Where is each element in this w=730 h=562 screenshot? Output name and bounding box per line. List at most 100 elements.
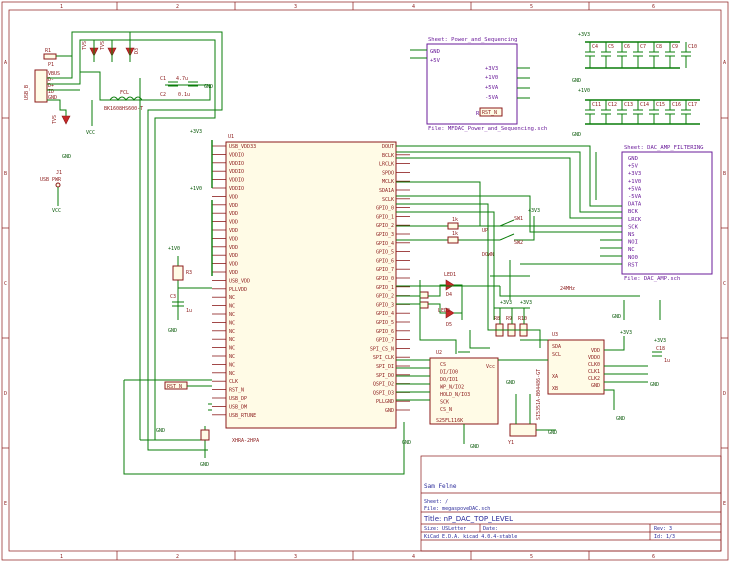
u3-pin-label: CLK1 [588, 369, 600, 375]
r6-value: 1k [452, 231, 458, 237]
u1-pin-label: CLK [229, 379, 238, 385]
resistor-r1[interactable] [43, 53, 57, 60]
led-icon [445, 279, 455, 291]
usb-pin: D+ [48, 83, 54, 89]
usb-pin: GND [48, 95, 57, 101]
sheet-pin: NOI [628, 240, 638, 246]
u2-ref: U2 [436, 350, 442, 356]
usb-connector[interactable] [34, 69, 48, 103]
sheet-pin: +3V3 [485, 66, 498, 72]
leds: LED1 D4 LED2 D5 [396, 272, 463, 354]
sheet-pin: NS [628, 232, 635, 238]
u3-clockgen: U3 SI5351A-B04486-GT SDASCLVDDVDDOCLK0CL… [494, 300, 670, 446]
u1-pin-label: NC [229, 295, 235, 301]
row-label: A [4, 60, 7, 66]
gnd-label: GND [402, 440, 411, 446]
column-label: 2 [176, 4, 179, 10]
jumper-j1[interactable] [55, 182, 61, 188]
frame-column-labels: 1 2 3 4 5 6 1 2 3 4 5 6 A B C D E A B C … [4, 4, 726, 560]
resistor-led[interactable] [419, 291, 429, 299]
decoupling-cap-label: C8 [656, 44, 662, 50]
resistor-r6[interactable] [447, 236, 459, 244]
row-label: C [723, 281, 726, 287]
column-label: 1 [60, 554, 63, 560]
cap-c3-ref: C3 [170, 294, 176, 300]
u3-pin-label: GND [591, 383, 600, 389]
gnd-label: GND [612, 314, 621, 320]
column-label: 2 [176, 554, 179, 560]
resistor-led[interactable] [419, 301, 429, 309]
title-block: Sam Felne Sheet: / File: megaspoveDAC.sc… [420, 455, 722, 552]
sheet-pin: +1V0 [485, 75, 498, 81]
gnd-label: GND [470, 444, 479, 450]
u1-pin-label: VDD [229, 220, 238, 226]
decoupling-cap-label: C16 [672, 102, 681, 108]
gnd-label: GND [506, 380, 515, 386]
u1-pin-label: QSPI_D3 [373, 390, 394, 396]
gnd-label: GND [204, 84, 213, 90]
u1-pin-label: GPIO_7 [376, 338, 394, 344]
crystal-y1[interactable] [509, 423, 537, 437]
gnd-label: GND [62, 154, 71, 160]
sheet-pin: BCK [628, 209, 639, 215]
u2-pin-label: HOLD_N/IO3 [440, 392, 470, 398]
vcc-label: VCC [86, 130, 95, 136]
usb-connector-ref: P1 [48, 62, 54, 68]
rst-flag-label: RST_N [482, 110, 497, 116]
u2-pin-label: DI/IO0 [440, 370, 458, 376]
column-label: 4 [412, 4, 415, 10]
u1-pin-label: GND [385, 408, 394, 414]
u1-pin-label: VDDIO [229, 152, 244, 158]
led-ref: D4 [446, 292, 452, 298]
u1-pin-label: QSPI_D2 [373, 382, 394, 388]
cap-ref: C2 [160, 92, 166, 98]
u1-pin-label: SPDO [382, 170, 394, 176]
switch-ref: SW1 [514, 216, 523, 222]
resistor-r5[interactable] [447, 222, 459, 230]
column-label: 5 [530, 4, 533, 10]
ferrite-ref: FCL [120, 90, 129, 96]
rail-label: +1V0 [578, 88, 590, 94]
gnd-label: GND [200, 462, 209, 468]
u2-body[interactable] [429, 357, 499, 425]
sheet-name: Sheet: / [424, 499, 448, 505]
row-label: E [723, 501, 726, 507]
resistor-rtune[interactable] [200, 429, 210, 441]
u1-pin-label: USB_VDD [229, 278, 250, 284]
u1-pin-label: VDD [229, 211, 238, 217]
u1-xhra: U1 XHRA-2HPA USB_VDD33VDDIOVDDIOVDDIOVDD… [123, 129, 411, 475]
sheet-amp-file: File: DAC_AMP.sch [624, 276, 680, 282]
u1-left-pins: USB_VDD33VDDIOVDDIOVDDIOVDDIOVDDIOVDDVDD… [212, 144, 256, 419]
u1-pin-label: GPIO_3 [376, 232, 394, 238]
sheet-pin: GND [430, 49, 440, 55]
u1-pin-label: VDDIO [229, 161, 244, 167]
diode-label: D3 [134, 48, 140, 54]
u3-body[interactable] [547, 339, 605, 395]
column-label: 3 [294, 4, 297, 10]
u1-pin-label: VDDIO [229, 169, 244, 175]
sheet-amp[interactable]: Sheet: DAC_AMP_FILTERING File: DAC_AMP.s… [396, 145, 713, 282]
u1-body[interactable] [225, 141, 397, 429]
switch-sw1-icon[interactable] [499, 219, 515, 227]
resistor-r3[interactable] [172, 265, 184, 281]
decoupling-cap-label: C5 [608, 44, 614, 50]
u1-pin-label: SPI_CLK [373, 355, 394, 361]
rst-flag[interactable] [479, 107, 503, 117]
u1-part-name: XHRA-2HPA [232, 438, 259, 444]
u1-pin-label: PLLGND [376, 399, 394, 405]
tvs-diodes: TVS TVS D3 TVS [52, 32, 140, 125]
u1-pin-label: GPIO_1 [376, 214, 394, 220]
u2-part-name: S25FL116K [436, 418, 463, 424]
diode-label: TVS [100, 41, 106, 50]
u1-pin-label: VDD [229, 253, 238, 259]
u2-pin-label: CS_N [440, 407, 452, 413]
switch-sw2-icon[interactable] [499, 233, 515, 241]
u1-pin-label: GPIO_0 [376, 276, 394, 282]
u3-pin-label: XA [552, 374, 558, 380]
xtal-marker: 24MHz [396, 260, 640, 300]
cap-ref: C1 [160, 76, 166, 82]
u2-flash: U2 S25FL116K Vcc CSDI/IO0DO/IO1WP_N/IO2H… [396, 350, 499, 450]
sheet-power[interactable]: Sheet: Power_and_Sequencing File: MFDAC_… [410, 37, 547, 132]
u1-pin-label: USB_RTUNE [229, 413, 256, 419]
